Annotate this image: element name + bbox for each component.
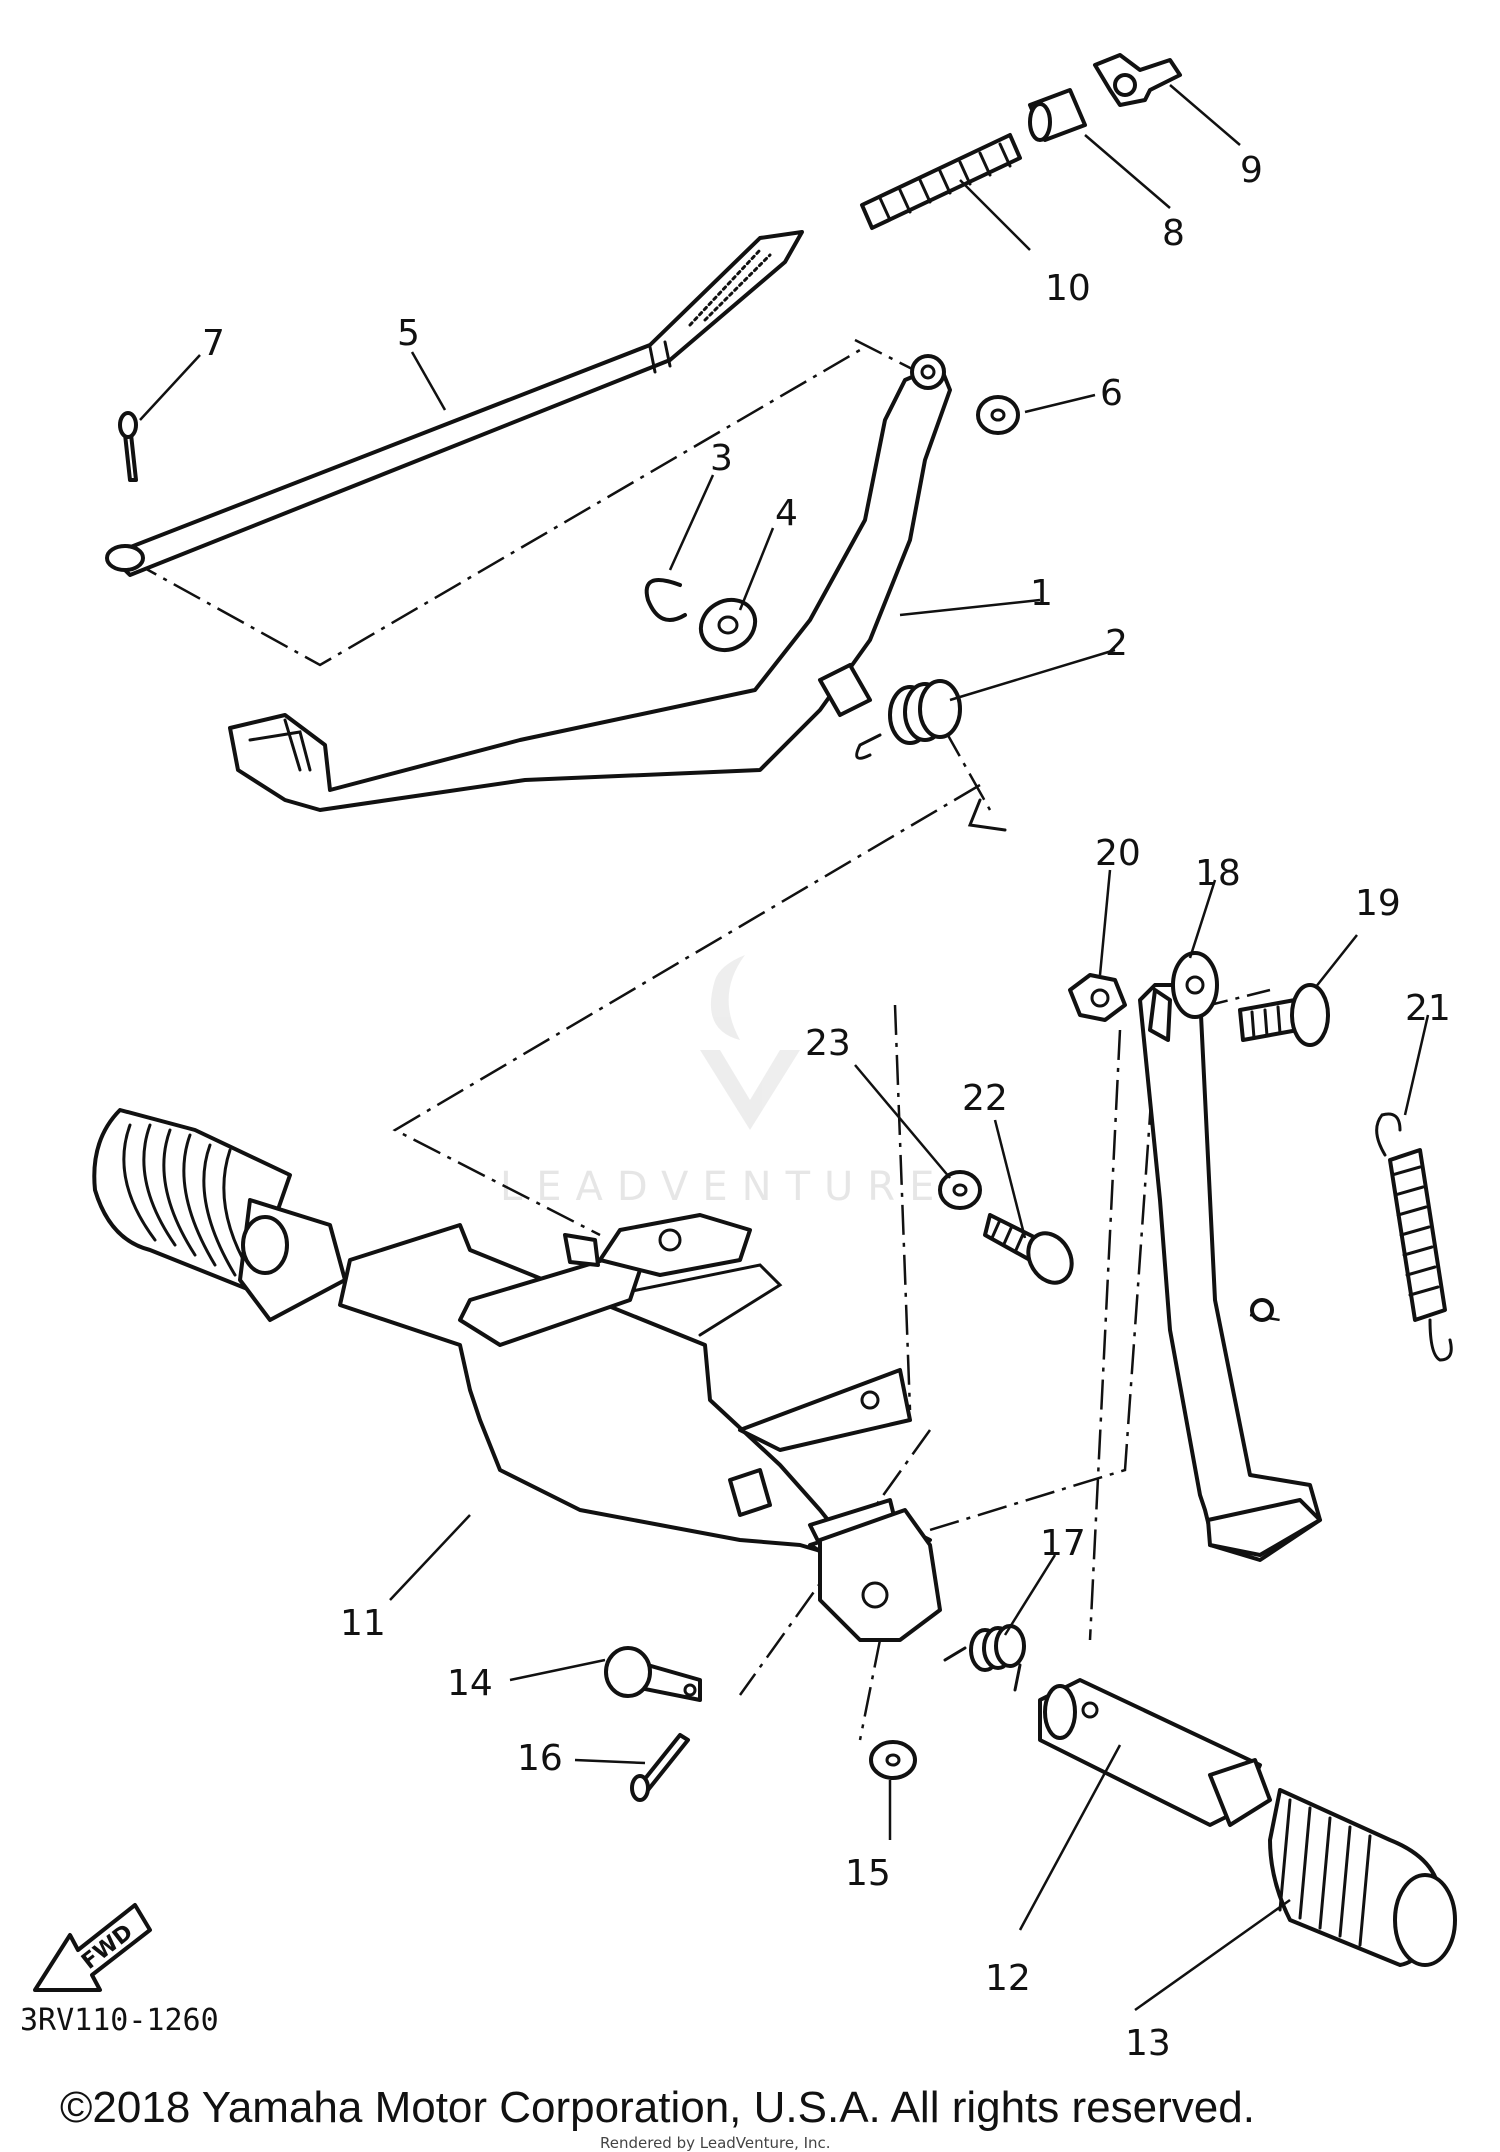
cotter-pin-top <box>118 411 138 482</box>
stand-nut <box>1068 973 1127 1022</box>
washer-6 <box>976 395 1020 435</box>
side-stand <box>1138 951 1322 1562</box>
stand-spring <box>1375 1112 1453 1362</box>
part-number-18: 18 <box>1195 853 1241 894</box>
brake-rod <box>105 230 804 577</box>
part-number-14: 14 <box>447 1663 493 1704</box>
fwd-arrow-icon: FWD <box>33 1903 152 1992</box>
part-number-11: 11 <box>340 1603 386 1644</box>
part-number-16: 16 <box>517 1738 563 1779</box>
part-number-1: 1 <box>1030 573 1053 614</box>
part-number-13: 13 <box>1125 2023 1171 2064</box>
reference-lines <box>129 338 1281 1741</box>
part-number-21: 21 <box>1405 988 1451 1029</box>
part-number-12: 12 <box>985 1958 1031 1999</box>
part-number-15: 15 <box>845 1853 891 1894</box>
copyright-notice: ©2018 Yamaha Motor Corporation, U.S.A. A… <box>60 2083 1255 2132</box>
rendered-by-notice: Rendered by LeadVenture, Inc. <box>600 2134 831 2152</box>
rod-spring <box>860 133 1022 230</box>
part-number-19: 19 <box>1355 883 1401 924</box>
leadventure-watermark: LEADVENTURE <box>500 955 948 1210</box>
washer-23 <box>938 1170 982 1210</box>
adjuster-nut <box>1028 88 1087 142</box>
part-number-5: 5 <box>397 313 420 354</box>
part-number-3: 3 <box>710 438 733 479</box>
part-number-7: 7 <box>202 323 225 364</box>
brake-pedal <box>228 354 952 812</box>
right-footpeg-rubber <box>1268 1788 1457 1967</box>
part-number-9: 9 <box>1240 150 1263 191</box>
cotter-pin-bottom <box>630 1733 690 1802</box>
footrest-bar <box>338 1213 942 1642</box>
part-number-20: 20 <box>1095 833 1141 874</box>
part-number-23: 23 <box>805 1023 851 1064</box>
right-footpeg <box>1038 1678 1272 1827</box>
part-number-labels: 1 2 3 4 5 6 7 8 9 10 11 12 13 14 15 16 1… <box>202 150 1451 2064</box>
left-footpeg-rubber <box>92 1108 347 1322</box>
pedal-return-spring <box>855 679 1007 832</box>
washer-15 <box>869 1740 917 1780</box>
part-number-6: 6 <box>1100 373 1123 414</box>
footpeg-spring <box>943 1624 1026 1692</box>
part-number-8: 8 <box>1162 213 1185 254</box>
part-number-10: 10 <box>1045 268 1091 309</box>
stand-bolt <box>1238 983 1330 1047</box>
bracket-bolt <box>983 1213 1074 1285</box>
pivot-pin <box>604 1646 702 1702</box>
part-number-22: 22 <box>962 1078 1008 1119</box>
part-number-17: 17 <box>1040 1523 1086 1564</box>
watermark-text: LEADVENTURE <box>500 1164 948 1210</box>
diagram-code: 3RV110-1260 <box>20 2003 219 2038</box>
part-number-2: 2 <box>1105 623 1128 664</box>
wing-nut <box>1093 53 1182 107</box>
e-clip <box>644 578 687 622</box>
part-number-4: 4 <box>775 493 798 534</box>
leader-lines <box>139 84 1430 2012</box>
washer-4 <box>698 597 758 653</box>
